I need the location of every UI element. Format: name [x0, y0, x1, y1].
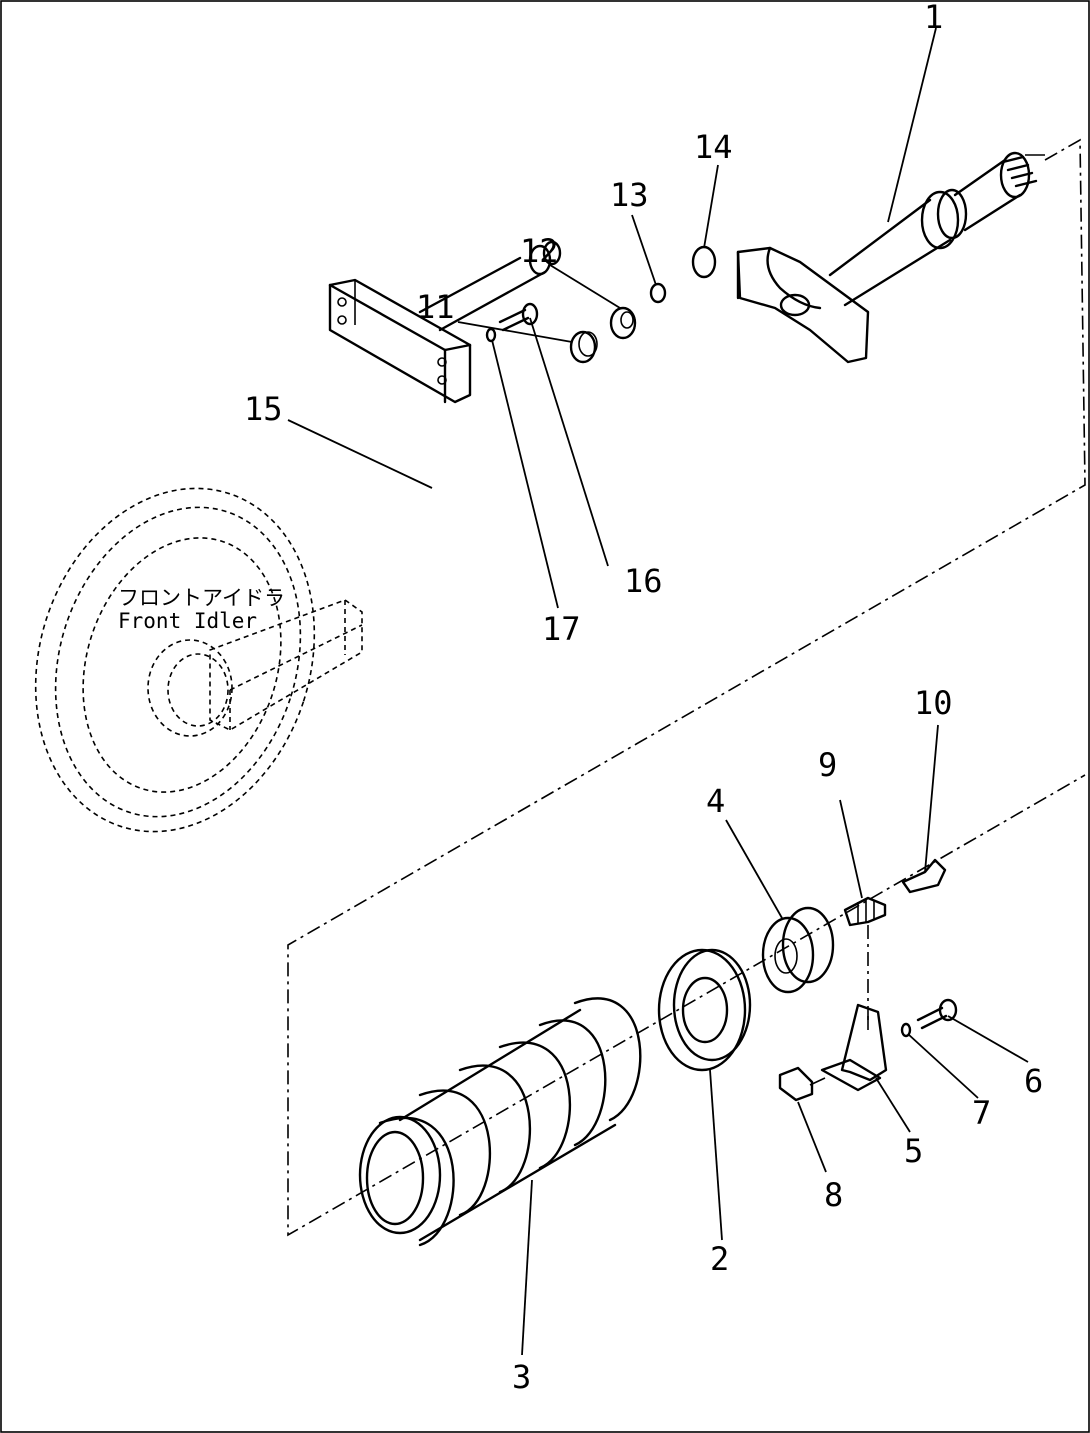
part-3-spring — [358, 997, 642, 1247]
part-13-shape — [649, 282, 667, 304]
label-part-10: 10 — [914, 684, 953, 722]
part-2-retainer — [657, 948, 752, 1072]
part-11-shape — [569, 330, 597, 364]
label-part-15: 15 — [244, 390, 283, 428]
label-part-2: 2 — [710, 1240, 729, 1278]
part-14-shape — [691, 245, 717, 279]
part-9-fitting — [843, 896, 887, 927]
label-part-17: 17 — [542, 610, 581, 648]
leader-lines — [287, 27, 1029, 1356]
assembly-boundary — [287, 138, 1086, 1237]
label-part-4: 4 — [706, 782, 725, 820]
label-part-3: 3 — [512, 1358, 531, 1396]
label-part-1: 1 — [924, 0, 943, 36]
part-16-bolt — [498, 302, 539, 332]
label-part-9: 9 — [818, 746, 837, 784]
front-idler-reference — [34, 487, 363, 833]
label-part-7: 7 — [972, 1094, 991, 1132]
label-part-8: 8 — [824, 1176, 843, 1214]
part-4-nut — [761, 906, 835, 994]
idler-note-en: Front Idler — [118, 609, 257, 633]
part-7-washer — [900, 1022, 912, 1038]
label-part-12: 12 — [520, 232, 559, 270]
part-12-shape — [609, 306, 637, 340]
idler-note-jp: フロントアイドラ — [118, 586, 285, 610]
label-part-6: 6 — [1024, 1062, 1043, 1100]
part-10-fitting — [901, 858, 947, 894]
part-15-yoke — [328, 240, 562, 404]
label-part-11: 11 — [416, 288, 455, 326]
label-part-5: 5 — [904, 1132, 923, 1170]
label-part-13: 13 — [610, 176, 649, 214]
part-6-bolt — [916, 998, 958, 1030]
label-part-16: 16 — [624, 562, 663, 600]
part-5-bracket — [820, 1003, 888, 1092]
part-1-rod-bracket — [736, 151, 1045, 364]
part-17-washer — [485, 327, 497, 343]
part-8-plate — [778, 1066, 814, 1102]
label-part-14: 14 — [694, 128, 733, 166]
